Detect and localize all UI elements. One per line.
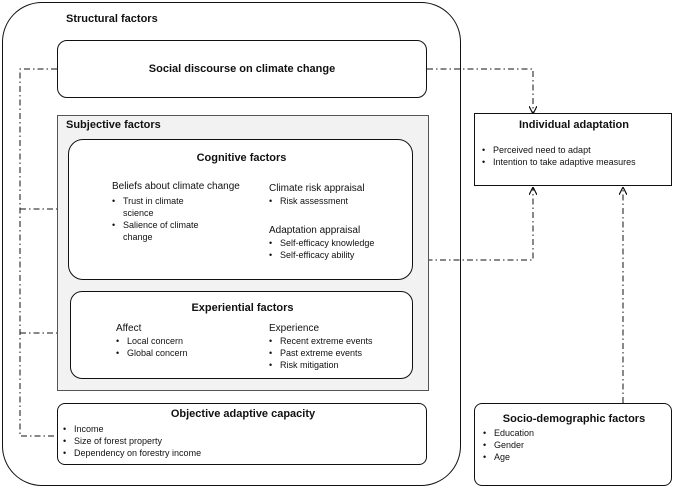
cognitive-factors-box: Cognitive factors Beliefs about climate … bbox=[68, 139, 413, 280]
list-item: Recent extreme events bbox=[269, 335, 409, 347]
risk-appraisal-list: Risk assessment bbox=[269, 195, 409, 207]
list-item: Gender bbox=[483, 439, 534, 451]
socio-demographic-list: Education Gender Age bbox=[483, 427, 534, 463]
structural-factors-title: Structural factors bbox=[66, 13, 158, 25]
adaptation-appraisal-list: Self-efficacy knowledge Self-efficacy ab… bbox=[269, 237, 409, 261]
experience-list: Recent extreme events Past extreme event… bbox=[269, 335, 409, 371]
subjective-factors-title: Subjective factors bbox=[66, 119, 161, 131]
list-item: Self-efficacy knowledge bbox=[269, 237, 409, 249]
list-item: Global concern bbox=[116, 347, 246, 359]
experience-group: Experience Recent extreme events Past ex… bbox=[269, 323, 409, 371]
individual-adaptation-box: Individual adaptation Perceived need to … bbox=[474, 113, 672, 186]
experiential-factors-box: Experiential factors Affect Local concer… bbox=[70, 291, 413, 379]
socio-demographic-box: Socio-demographic factors Education Gend… bbox=[474, 403, 672, 486]
socio-demographic-title: Socio-demographic factors bbox=[502, 413, 646, 425]
list-item: Education bbox=[483, 427, 534, 439]
list-item: Risk mitigation bbox=[269, 359, 409, 371]
social-discourse-label: Social discourse on climate change bbox=[148, 63, 336, 75]
experiential-factors-title: Experiential factors bbox=[191, 302, 294, 314]
affect-list: Local concern Global concern bbox=[116, 335, 246, 359]
adaptation-appraisal-heading: Adaptation appraisal bbox=[269, 225, 361, 236]
list-item: Income bbox=[63, 423, 201, 435]
list-item: Size of forest property bbox=[63, 435, 201, 447]
risk-appraisal-heading: Climate risk appraisal bbox=[269, 183, 365, 194]
list-item: Self-efficacy ability bbox=[269, 249, 409, 261]
cognitive-factors-title: Cognitive factors bbox=[196, 152, 287, 164]
objective-capacity-title: Objective adaptive capacity bbox=[170, 408, 316, 420]
adaptation-appraisal-group: Adaptation appraisal Self-efficacy knowl… bbox=[269, 225, 409, 261]
list-item: Salience of climate change bbox=[112, 219, 212, 243]
affect-heading: Affect bbox=[116, 323, 142, 334]
list-item: Trust in climate science bbox=[112, 195, 212, 219]
left-dashed-connector bbox=[19, 68, 57, 437]
list-item: Local concern bbox=[116, 335, 246, 347]
objective-capacity-box: Objective adaptive capacity Income Size … bbox=[57, 403, 427, 465]
beliefs-group: Beliefs about climate change Trust in cl… bbox=[112, 181, 252, 243]
list-item: Age bbox=[483, 451, 534, 463]
beliefs-list: Trust in climate science Salience of cli… bbox=[112, 195, 212, 243]
objective-capacity-list: Income Size of forest property Dependenc… bbox=[63, 423, 201, 459]
list-item: Risk assessment bbox=[269, 195, 409, 207]
list-item: Perceived need to adapt bbox=[482, 144, 636, 156]
arrow-discourse-to-adaptation bbox=[427, 68, 533, 113]
structural-factors-box: Structural factors bbox=[2, 2, 461, 486]
beliefs-heading: Beliefs about climate change bbox=[112, 181, 240, 192]
individual-adaptation-title: Individual adaptation bbox=[518, 119, 629, 131]
individual-adaptation-list: Perceived need to adapt Intention to tak… bbox=[482, 144, 636, 168]
list-item: Past extreme events bbox=[269, 347, 409, 359]
social-discourse-box: Social discourse on climate change bbox=[57, 40, 427, 98]
list-item: Intention to take adaptive measures bbox=[482, 156, 636, 168]
risk-appraisal-group: Climate risk appraisal Risk assessment bbox=[269, 183, 409, 207]
list-item: Dependency on forestry income bbox=[63, 447, 201, 459]
experience-heading: Experience bbox=[269, 323, 320, 334]
affect-group: Affect Local concern Global concern bbox=[116, 323, 246, 359]
arrow-cognitive-to-adaptation bbox=[413, 188, 533, 261]
